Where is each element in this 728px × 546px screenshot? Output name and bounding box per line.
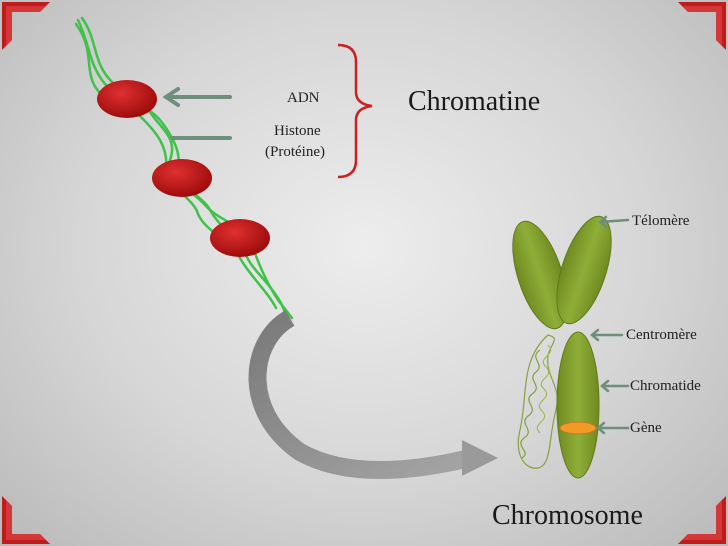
- centromere-label: Centromère: [626, 327, 697, 343]
- histone-ellipse: [97, 80, 157, 118]
- adn-pointer-arrow: [162, 87, 232, 107]
- corner-bracket-bottom-right: [678, 496, 726, 544]
- proteine-label: (Protéine): [265, 144, 325, 160]
- gene-pointer-arrow: [596, 421, 630, 435]
- histone-ellipse: [152, 159, 212, 197]
- chromatide-pointer-arrow: [600, 379, 630, 393]
- adn-label: ADN: [287, 90, 320, 106]
- chromatine-title: Chromatine: [408, 86, 541, 117]
- chromatide-label: Chromatide: [630, 378, 701, 394]
- gene-label: Gène: [630, 420, 662, 436]
- corner-bracket-top-left: [2, 2, 50, 50]
- gene-band: [559, 421, 597, 435]
- corner-bracket-top-right: [678, 2, 726, 50]
- telomere-pointer-arrow: [598, 215, 630, 229]
- centromere-pointer-arrow: [590, 328, 624, 342]
- telomere-label: Télomère: [632, 213, 690, 229]
- corner-bracket-bottom-left: [2, 496, 50, 544]
- chromosome-title: Chromosome: [492, 500, 643, 531]
- chromatine-brace: [337, 43, 373, 179]
- loose-chromatin-fiber: [517, 334, 558, 469]
- histone-label: Histone: [274, 123, 321, 139]
- histone-ellipse: [210, 219, 270, 257]
- curved-transition-arrow: [248, 310, 498, 479]
- chromosome-shape: [512, 215, 612, 479]
